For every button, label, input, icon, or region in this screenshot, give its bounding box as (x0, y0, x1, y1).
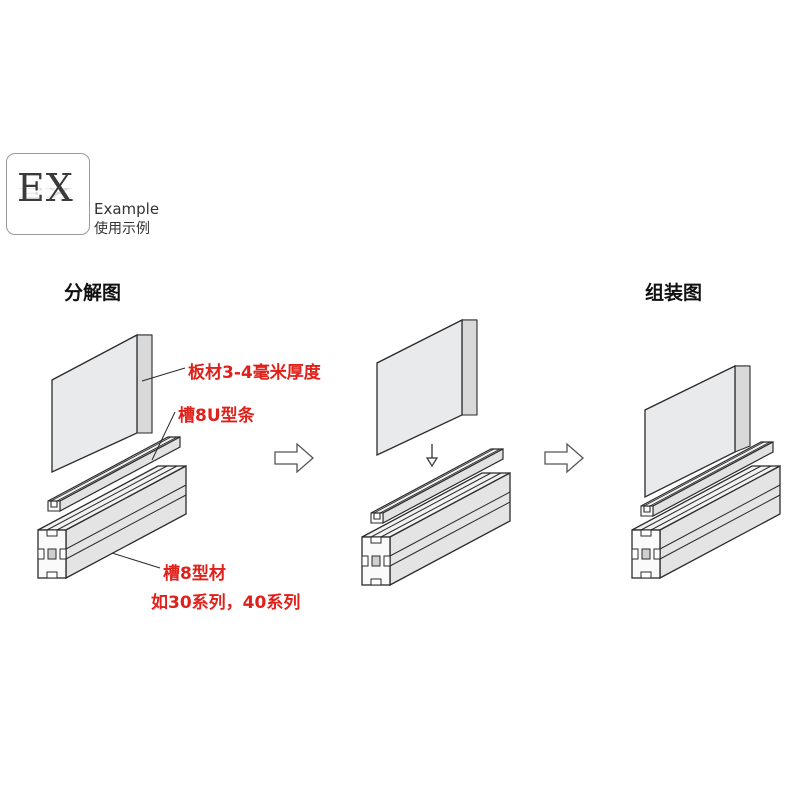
insert-arrow (425, 444, 439, 468)
panel-leader (141, 367, 186, 382)
panel-callout: 板材3-4毫米厚度 (188, 363, 321, 383)
strip-leader (151, 411, 176, 461)
profile-callout: 槽8型材 (163, 564, 226, 584)
assembled-view-heading: 组装图 (645, 282, 703, 304)
profile-leader (111, 552, 161, 569)
series-callout: 如30系列，40系列 (151, 593, 301, 613)
exploded-panel (51, 333, 153, 474)
middle-profile-with-strip (361, 448, 511, 586)
example-title-cn: 使用示例 (94, 221, 150, 237)
badge-letters: EX (17, 166, 74, 210)
assembled-panel (644, 364, 751, 499)
step-arrow-2 (544, 443, 584, 473)
strip-callout: 槽8U型条 (178, 406, 255, 426)
middle-panel (376, 318, 478, 457)
step-arrow-1 (274, 443, 314, 473)
exploded-view-heading: 分解图 (64, 282, 122, 304)
example-title-en: Example (94, 200, 160, 218)
example-badge: EX EX (6, 153, 90, 235)
